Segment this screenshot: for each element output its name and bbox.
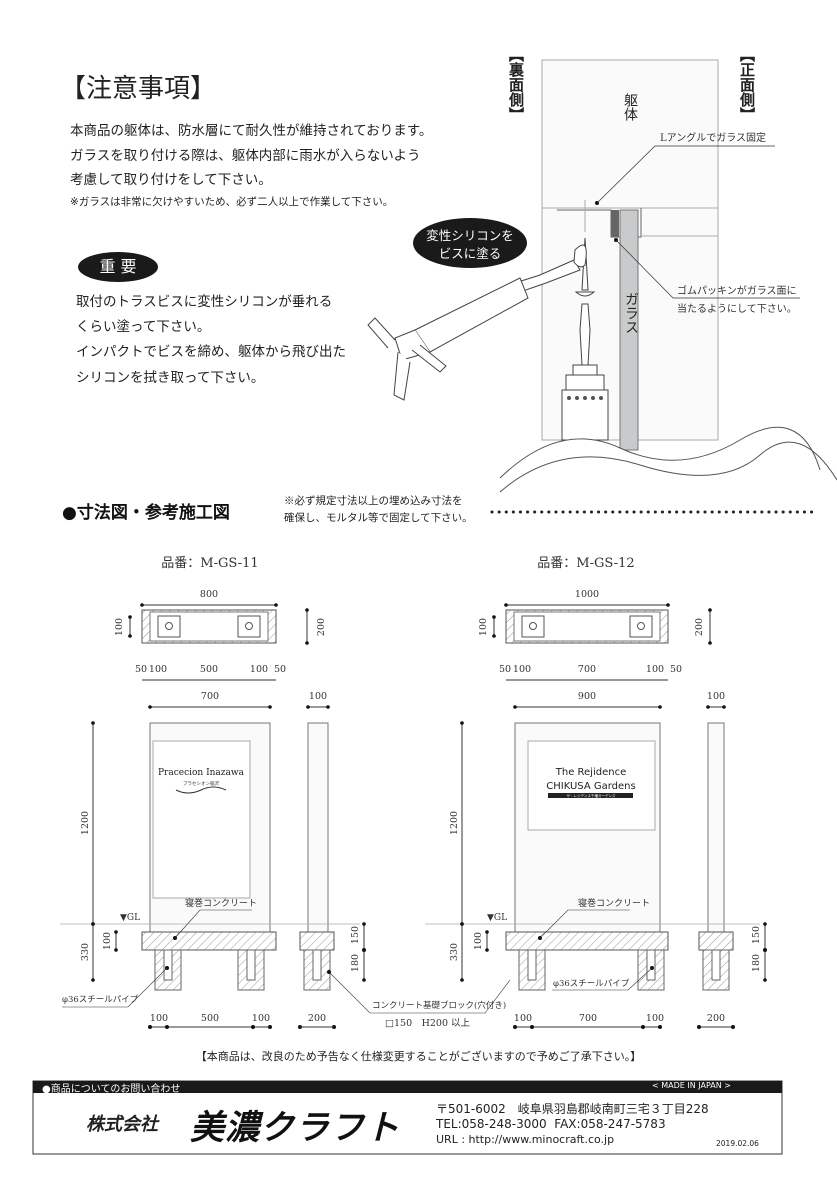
svg-text:φ36スチールパイプ: φ36スチールパイプ bbox=[62, 995, 139, 1005]
notice-title: 【注意事項】 bbox=[60, 74, 217, 104]
svg-text:200: 200 bbox=[308, 1013, 326, 1024]
section-note-1: ※必ず規定寸法以上の埋め込み寸法を bbox=[284, 495, 463, 507]
important-line-1: 取付のトラスビスに変性シリコンが垂れる bbox=[76, 294, 333, 310]
sign-text: The Rejidence bbox=[555, 767, 626, 778]
svg-text:100: 100 bbox=[707, 691, 725, 702]
gasket-note-1: ゴムパッキンがガラス面に bbox=[677, 284, 797, 297]
notice-line-2: ガラスを取り付ける際は、躯体内部に雨水が入らないよう bbox=[70, 148, 421, 164]
svg-text:700: 700 bbox=[579, 1013, 597, 1024]
svg-text:▼GL: ▼GL bbox=[120, 913, 140, 923]
svg-text:ザ・レジデンス千種ガーデンズ: ザ・レジデンス千種ガーデンズ bbox=[567, 793, 616, 798]
svg-text:100: 100 bbox=[149, 664, 167, 675]
product-code: 品番：M-GS-12 bbox=[537, 556, 634, 571]
glass-pane bbox=[619, 209, 639, 451]
svg-text:寝巻コンクリート: 寝巻コンクリート bbox=[578, 897, 650, 909]
tel: TEL:058-248-3000 bbox=[436, 1117, 547, 1131]
svg-text:50: 50 bbox=[274, 664, 286, 675]
svg-text:50: 50 bbox=[135, 664, 147, 675]
svg-text:100: 100 bbox=[514, 1013, 532, 1024]
svg-text:900: 900 bbox=[578, 691, 596, 702]
installation-diagram: 変性シリコンを ビスに塗る Lアングルでガラス固定 ゴムパッキンがガラス面に 当… bbox=[367, 59, 837, 500]
svg-text:200: 200 bbox=[694, 618, 705, 636]
base-concrete bbox=[141, 931, 277, 951]
svg-text:100: 100 bbox=[646, 664, 664, 675]
address: 〒501-6002 岐阜県羽島郡岐南町三宅３丁目228 bbox=[436, 1102, 709, 1116]
svg-text:100: 100 bbox=[102, 932, 113, 950]
svg-text:100: 100 bbox=[646, 1013, 664, 1024]
dim-depth: 200 bbox=[316, 618, 327, 636]
svg-text:180: 180 bbox=[350, 954, 361, 972]
gasket-note-2: 当たるようにして下さい。 bbox=[677, 302, 797, 315]
svg-text:500: 500 bbox=[201, 1013, 219, 1024]
notice-line-1: 本商品の躯体は、防水層にて耐久性が維持されております。 bbox=[70, 123, 433, 139]
glass-label: ガラス bbox=[623, 292, 639, 334]
svg-text:100: 100 bbox=[252, 1013, 270, 1024]
svg-text:200: 200 bbox=[707, 1013, 725, 1024]
notice-line-3: 考慮して取り付けをして下さい。 bbox=[70, 172, 272, 188]
svg-text:100: 100 bbox=[309, 691, 327, 702]
svg-text:700: 700 bbox=[578, 664, 596, 675]
callout-bubble bbox=[413, 218, 527, 268]
company-logo: 美濃クラフト bbox=[190, 1108, 400, 1148]
rubber-gasket bbox=[611, 210, 619, 237]
svg-text:100: 100 bbox=[513, 664, 531, 675]
svg-text:φ36スチールパイプ: φ36スチールパイプ bbox=[553, 979, 630, 989]
svg-text:100: 100 bbox=[478, 618, 489, 636]
body-label: 躯体 bbox=[622, 93, 638, 121]
svg-text:寝巻コンクリート: 寝巻コンクリート bbox=[185, 897, 257, 909]
l-angle-note: Lアングルでガラス固定 bbox=[660, 131, 766, 144]
svg-text:700: 700 bbox=[201, 691, 219, 702]
callout-line-2: ビスに塗る bbox=[439, 246, 502, 261]
made-in-japan: < MADE IN JAPAN > bbox=[652, 1081, 731, 1090]
product-drawing-m-gs-11: 品番：M-GS-11 800 200 100 50 100 500 100 50… bbox=[60, 556, 511, 1029]
website-link[interactable]: URL : http://www.minocraft.co.jp bbox=[436, 1133, 615, 1146]
dim-width: 800 bbox=[200, 589, 218, 600]
notice-note: ※ガラスは非常に欠けやすいため、必ず二人以上で作業して下さい。 bbox=[70, 196, 394, 208]
svg-text:330: 330 bbox=[449, 943, 460, 961]
important-badge: 重 要 bbox=[78, 252, 158, 282]
svg-text:100: 100 bbox=[114, 618, 125, 636]
svg-text:500: 500 bbox=[200, 664, 218, 675]
front-side-label: 【正面側】 bbox=[738, 47, 756, 122]
important-line-2: くらい塗って下さい。 bbox=[76, 319, 211, 335]
caulk-gun-icon bbox=[367, 244, 587, 401]
svg-text:コンクリート基礎ブロック(穴付き): コンクリート基礎ブロック(穴付き) bbox=[372, 1000, 506, 1011]
sign-text: Pracecion Inazawa bbox=[158, 768, 245, 778]
base-concrete bbox=[505, 931, 669, 951]
disclaimer: 【本商品は、改良のため予告なく仕様変更することがございますので予めご了承下さい。… bbox=[195, 1050, 642, 1063]
callout-line-1: 変性シリコンを bbox=[426, 228, 514, 243]
fax: FAX:058-247-5783 bbox=[554, 1117, 666, 1131]
svg-text:100: 100 bbox=[473, 932, 484, 950]
back-side-label: 【裏面側】 bbox=[507, 47, 525, 122]
svg-text:150: 150 bbox=[350, 926, 361, 944]
svg-text:150: 150 bbox=[751, 926, 762, 944]
company-prefix: 株式会社 bbox=[86, 1114, 158, 1135]
svg-text:▼GL: ▼GL bbox=[487, 913, 507, 923]
footer-box bbox=[32, 1080, 783, 1155]
section-note-2: 確保し、モルタル等で固定して下さい。 bbox=[284, 512, 473, 524]
product-drawing-m-gs-12: 品番：M-GS-12 1000 200 100 50 100 700 100 5… bbox=[425, 556, 767, 1029]
svg-text:1200: 1200 bbox=[449, 811, 460, 835]
svg-text:100: 100 bbox=[150, 1013, 168, 1024]
svg-text:プラセシオン稲沢: プラセシオン稲沢 bbox=[183, 780, 219, 787]
svg-text:□150 H200 以上: □150 H200 以上 bbox=[385, 1018, 471, 1029]
svg-text:1200: 1200 bbox=[80, 811, 91, 835]
drill-icon bbox=[561, 303, 609, 441]
svg-text:50: 50 bbox=[499, 664, 511, 675]
phone-fax: TEL:058-248-3000 FAX:058-247-5783 bbox=[436, 1117, 666, 1131]
section-title: ●寸法図・参考施工図 bbox=[62, 503, 230, 523]
svg-text:50: 50 bbox=[670, 664, 682, 675]
important-line-3: インパクトでビスを締め、躯体から飛び出た bbox=[76, 344, 346, 360]
document-date: 2019.02.06 bbox=[716, 1139, 759, 1148]
svg-text:CHIKUSA Gardens: CHIKUSA Gardens bbox=[546, 781, 635, 792]
svg-text:180: 180 bbox=[751, 954, 762, 972]
inquiry-header: ●商品についてのお問い合わせ bbox=[42, 1084, 181, 1095]
product-code: 品番：M-GS-11 bbox=[161, 556, 258, 571]
svg-text:100: 100 bbox=[250, 664, 268, 675]
svg-text:330: 330 bbox=[80, 943, 91, 961]
svg-text:1000: 1000 bbox=[575, 589, 599, 600]
important-line-4: シリコンを拭き取って下さい。 bbox=[76, 370, 265, 386]
